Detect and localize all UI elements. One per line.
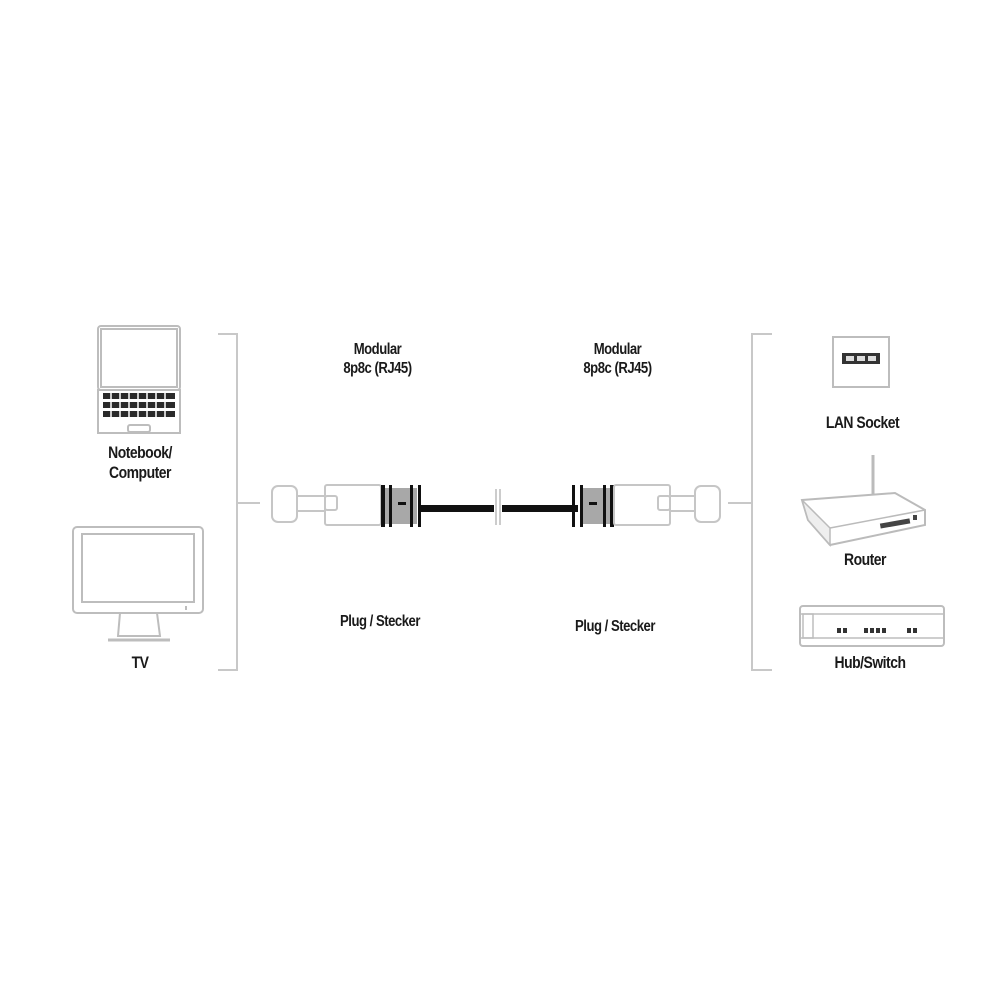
cable bbox=[421, 489, 578, 525]
left-rj45-plug bbox=[271, 484, 421, 527]
tv-label: TV bbox=[131, 653, 149, 672]
right-bracket bbox=[728, 333, 772, 671]
notebook-label-line1: Notebook/ bbox=[108, 443, 172, 462]
right-rj45-plug bbox=[572, 484, 721, 527]
left-connector-spec: 8p8c (RJ45) bbox=[343, 360, 412, 377]
lan-socket-icon bbox=[832, 336, 890, 388]
laptop-keyboard bbox=[103, 393, 175, 417]
hub-switch-label: Hub/Switch bbox=[834, 653, 906, 672]
router-label: Router bbox=[844, 550, 886, 569]
left-connector-top-label: Modular 8p8c (RJ45) bbox=[314, 340, 441, 378]
left-plug-label: Plug / Stecker bbox=[340, 613, 420, 630]
laptop-icon bbox=[97, 325, 181, 434]
right-plug-label: Plug / Stecker bbox=[575, 618, 655, 635]
right-connector-top-label: Modular 8p8c (RJ45) bbox=[554, 340, 681, 378]
lan-socket-label: LAN Socket bbox=[825, 413, 900, 432]
tv-icon bbox=[72, 526, 204, 642]
left-connector-type: Modular bbox=[353, 341, 402, 358]
router-icon bbox=[800, 455, 926, 547]
notebook-label-line2: Computer bbox=[109, 463, 171, 482]
right-connector-spec: 8p8c (RJ45) bbox=[583, 360, 652, 377]
hub-switch-icon bbox=[799, 605, 945, 647]
right-connector-type: Modular bbox=[593, 341, 642, 358]
notebook-computer-label: Notebook/ Computer bbox=[91, 443, 189, 483]
left-bracket bbox=[218, 333, 260, 671]
